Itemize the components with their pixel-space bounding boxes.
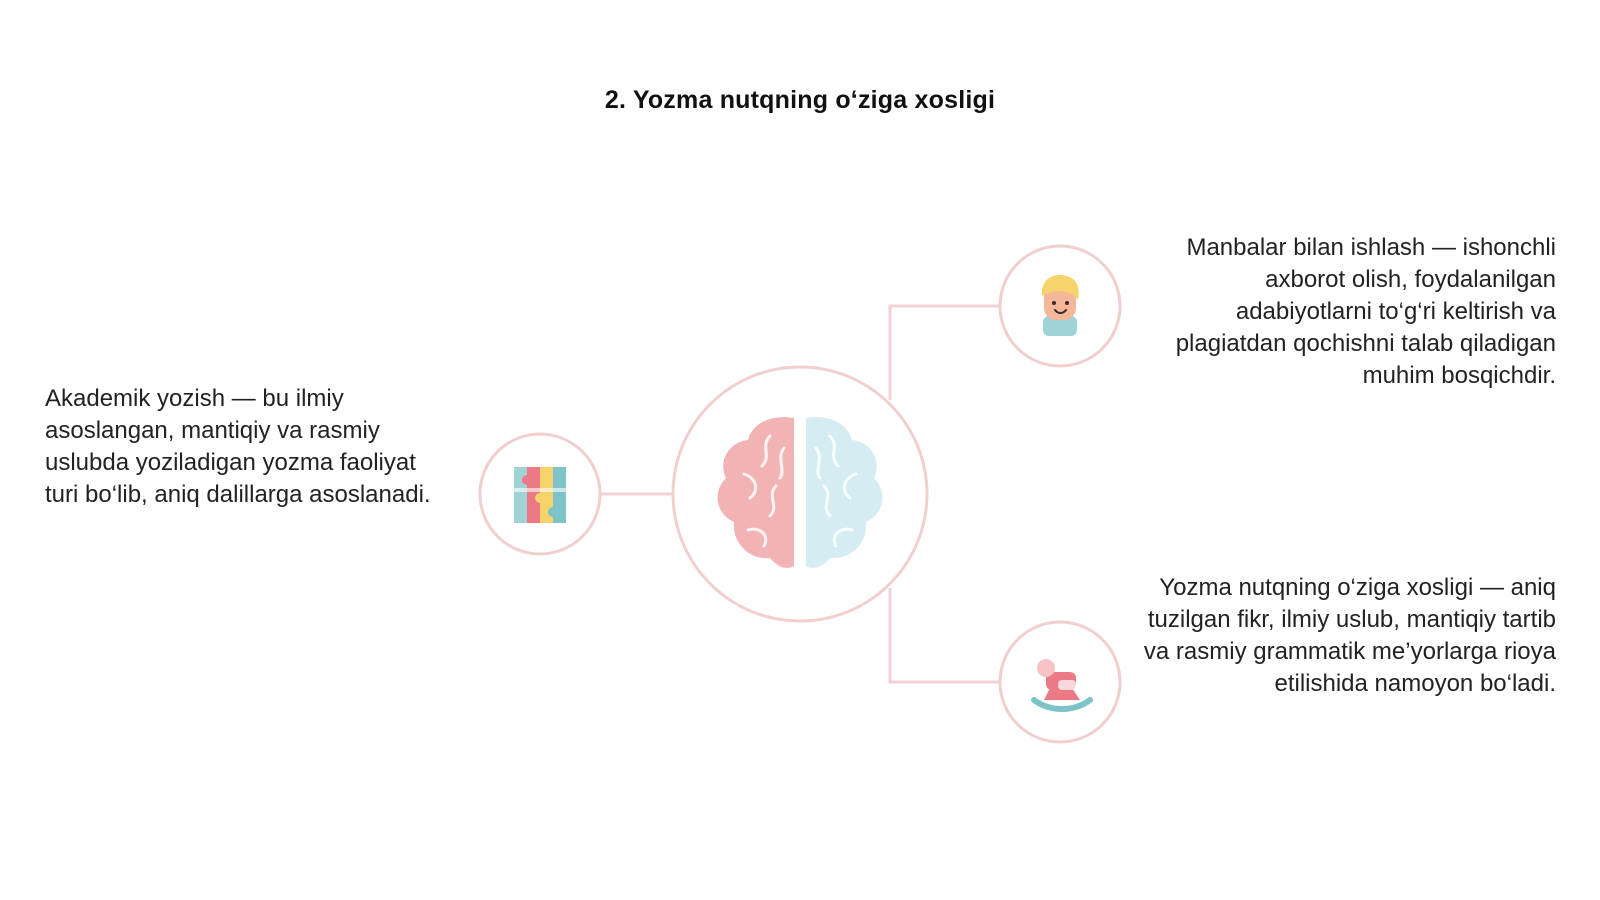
- connectors: [600, 304, 1000, 684]
- bottom-right-node: [998, 620, 1122, 744]
- page-title: 2. Yozma nutqning o‘ziga xosligi: [604, 86, 996, 114]
- center-node: [671, 365, 929, 623]
- connector-top-right: [888, 304, 1000, 400]
- center-ring: [671, 365, 929, 623]
- top-right-node-text: Manbalar bilan ishlash — ishonchli axbor…: [1175, 234, 1556, 389]
- connector-bottom-right: [888, 588, 1000, 684]
- left-node: [478, 432, 602, 556]
- child-face-icon: [1041, 274, 1079, 336]
- left-node-text: Akademik yozish — bu ilmiy asoslangan, m…: [45, 385, 431, 508]
- brain-icon: [717, 417, 883, 568]
- rocking-horse-icon: [1031, 659, 1093, 712]
- bottom-right-node-text: Yozma nutqning o‘ziga xosligi — aniq tuz…: [1143, 574, 1556, 697]
- top-right-node: [998, 244, 1122, 368]
- puzzle-icon: [514, 467, 566, 523]
